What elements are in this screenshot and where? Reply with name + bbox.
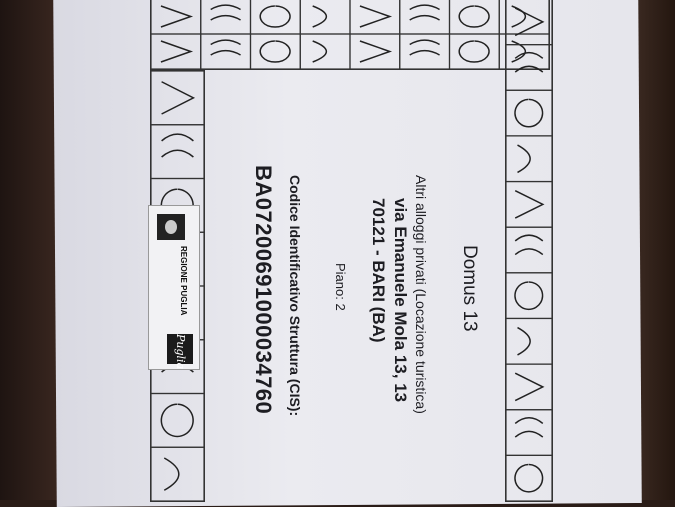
puglia-brand-logo: Puglia (167, 334, 193, 369)
decorative-border-top (150, 0, 550, 70)
border-pattern-motif (161, 133, 194, 158)
border-pattern-motif (160, 40, 194, 63)
border-pattern-motif (517, 144, 531, 174)
border-pattern-motif (514, 281, 544, 311)
border-pattern-motif (210, 4, 241, 21)
border-pattern-motif (458, 5, 490, 28)
border-pattern-motif (312, 5, 328, 28)
border-pattern-motif (312, 40, 328, 63)
floor-label: Piano: 2 (333, 263, 348, 311)
property-title: Domus 13 (459, 245, 480, 332)
border-pattern-motif (517, 326, 531, 356)
border-pattern-motif (210, 39, 241, 56)
crest-icon (157, 214, 185, 240)
table-surface-right (635, 0, 675, 500)
decorative-border-right (505, 0, 553, 502)
border-pattern-motif (514, 7, 545, 37)
border-pattern-motif (160, 5, 194, 28)
border-pattern-motif (359, 40, 393, 63)
border-pattern-motif (514, 51, 544, 73)
border-pattern-motif (511, 40, 527, 63)
border-pattern-motif (514, 234, 544, 256)
border-pattern-motif (514, 416, 544, 438)
border-pattern-motif (409, 4, 440, 21)
border-pattern-motif (160, 403, 194, 438)
address-city: 70121 - BARI (BA) (369, 198, 388, 343)
border-pattern-motif (359, 5, 393, 28)
border-pattern-motif (514, 463, 544, 493)
table-surface-left (0, 0, 60, 500)
border-pattern-motif (409, 39, 440, 56)
border-pattern-motif (163, 457, 180, 491)
regione-puglia-logo: REGIONE PUGLIA Puglia (148, 205, 200, 370)
accommodation-type: Altri alloggi privati (Locazione turisti… (413, 175, 429, 414)
border-pattern-motif (514, 98, 544, 128)
border-pattern-motif (458, 40, 490, 63)
border-pattern-motif (514, 372, 545, 402)
cis-label: Codice Identificativo Struttura (CIS): (287, 175, 303, 417)
address-street: via Emanuele Mola 13, 13 (391, 198, 410, 403)
border-pattern-motif (161, 81, 196, 115)
border-pattern-motif (259, 5, 291, 28)
region-name: REGIONE PUGLIA (179, 246, 188, 316)
cis-code: BA07200691000034760 (251, 165, 276, 415)
border-pattern-motif (514, 190, 545, 219)
border-pattern-motif (259, 40, 291, 63)
